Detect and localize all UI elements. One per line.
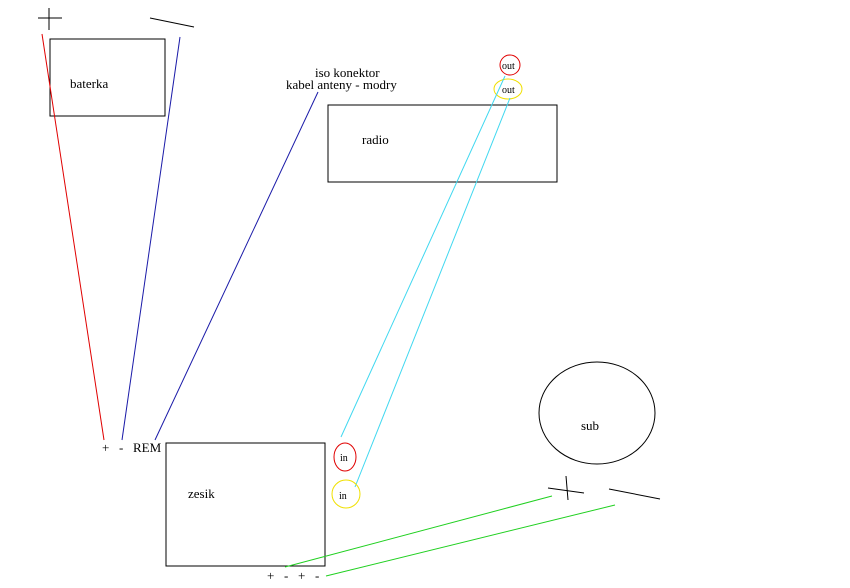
radio-out-yellow-ring — [493, 78, 523, 100]
battery-box — [49, 38, 166, 117]
battery-minus-terminal-mark — [149, 17, 195, 28]
power-negative-wire — [121, 36, 181, 441]
amp-power-minus-label: - — [119, 440, 123, 455]
radio-out-red-ring — [499, 54, 521, 76]
battery-plus-terminal-mark — [38, 8, 62, 30]
speaker-cable-2 — [325, 504, 616, 577]
speaker-plus-1-label: + — [267, 568, 274, 583]
radio-label: radio — [362, 132, 389, 147]
power-positive-wire — [41, 33, 105, 441]
radio-box — [327, 104, 558, 183]
antenna-cable-label: kabel anteny - modry — [286, 77, 397, 92]
speaker-plus-2-label: + — [298, 568, 305, 583]
amp-in-yellow-ring — [331, 479, 361, 509]
amp-power-plus-label: + — [102, 440, 109, 455]
rca-cable-2 — [354, 97, 511, 488]
subwoofer-label: sub — [581, 418, 599, 433]
amp-rem-label: REM — [133, 440, 162, 455]
battery-label: baterka — [70, 76, 108, 91]
speaker-cable-1 — [284, 495, 553, 568]
rem-wire — [154, 91, 319, 441]
amplifier-label: zesik — [188, 486, 215, 501]
rca-cable-1 — [340, 75, 506, 438]
speaker-minus-2-label: - — [315, 568, 319, 583]
sub-plus-terminal-mark — [547, 475, 585, 501]
amplifier-box — [165, 442, 326, 567]
amp-in-yellow-label: in — [339, 491, 347, 502]
speaker-minus-1-label: - — [284, 568, 288, 583]
iso-connector-label: iso konektor — [315, 65, 380, 80]
radio-out-yellow-label: out — [502, 85, 515, 96]
radio-out-red-label: out — [502, 61, 515, 72]
amp-in-red-label: in — [340, 453, 348, 464]
sub-minus-terminal-mark — [608, 488, 661, 500]
subwoofer-circle — [538, 361, 656, 465]
amp-in-red-ring — [333, 442, 357, 472]
